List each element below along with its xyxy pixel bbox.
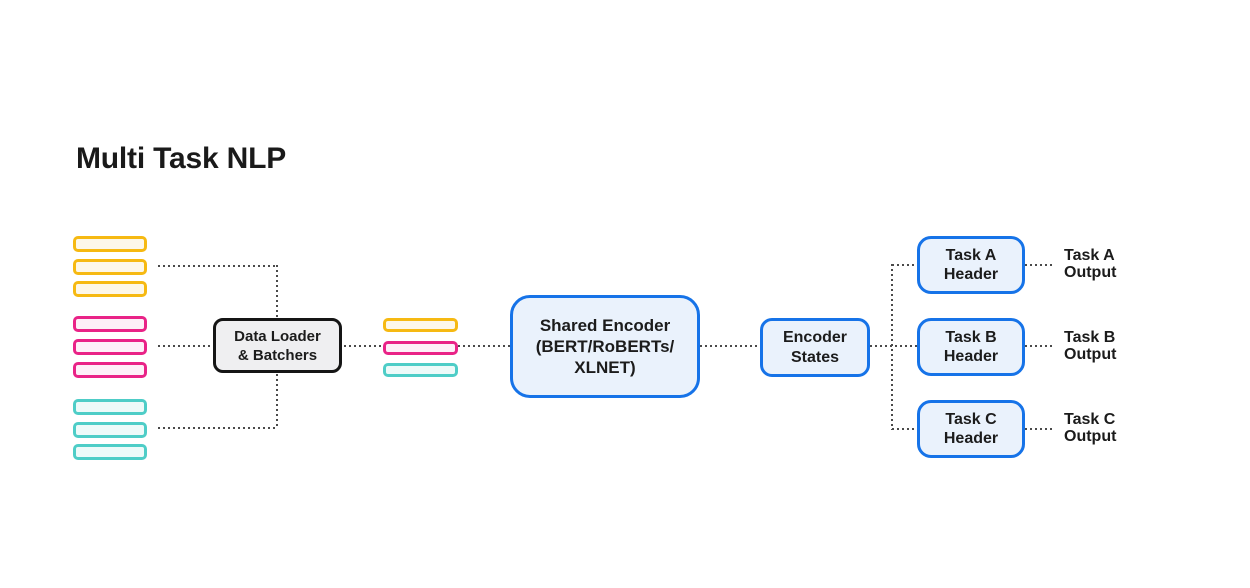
task-c-header-line2: Header [943,430,999,447]
connector-branch-to-taskc [892,428,917,430]
shared-encoder-label-line3: XLNET) [574,358,636,377]
task-c-header-node: Task C Header [917,400,1025,458]
encoder-states-label-line1: Encoder [782,328,847,346]
input-bar-pink-1 [73,316,147,332]
connector-batch-to-encoder [458,345,510,347]
input-bar-teal-1 [73,399,147,415]
connector-branch-to-taska [892,264,917,266]
batch-bar-pink [383,341,458,355]
task-b-header-line1: Task B [945,329,997,346]
input-bar-pink-3 [73,362,147,378]
task-c-header-line1: Task C [945,411,997,428]
shared-encoder-node: Shared Encoder (BERT/RoBERTs/ XLNET) [510,295,700,398]
task-a-header-line1: Task A [945,247,997,264]
task-a-header-line2: Header [943,266,999,283]
task-a-output-label: Task A Output [1064,247,1117,281]
diagram-title: Multi Task NLP [76,142,286,175]
data-loader-node: Data Loader & Batchers [213,318,342,373]
connector-pink-to-loader [158,345,213,347]
input-bar-yellow-2 [73,259,147,275]
connector-taskb-to-output [1025,345,1053,347]
connector-states-to-taskb [870,345,917,347]
connector-yellow-to-loader-h [158,265,278,267]
input-bar-pink-2 [73,339,147,355]
connector-taska-to-output [1025,264,1053,266]
task-b-header-node: Task B Header [917,318,1025,376]
batch-bar-teal [383,363,458,377]
encoder-states-node: Encoder States [760,318,870,377]
task-c-output-label: Task C Output [1064,411,1117,445]
connector-loader-to-batch [344,345,383,347]
shared-encoder-label-line1: Shared Encoder [539,316,671,335]
shared-encoder-label-line2: (BERT/RoBERTs/ [535,337,675,356]
task-b-header-line2: Header [943,348,999,365]
data-loader-label-line2: & Batchers [237,346,318,364]
data-loader-label-line1: Data Loader [234,327,321,345]
connector-encoder-to-states [700,345,760,347]
connector-taskc-to-output [1025,428,1053,430]
input-bar-yellow-1 [73,236,147,252]
batch-bar-yellow [383,318,458,332]
connector-teal-to-loader-v [276,374,278,429]
input-bar-teal-2 [73,422,147,438]
connector-branch-vertical [891,264,893,430]
connector-yellow-to-loader-v [276,265,278,318]
input-bar-teal-3 [73,444,147,460]
task-b-output-label: Task B Output [1064,329,1117,363]
connector-teal-to-loader-h [158,427,278,429]
task-a-header-node: Task A Header [917,236,1025,294]
input-bar-yellow-3 [73,281,147,297]
encoder-states-label-line2: States [790,348,840,366]
